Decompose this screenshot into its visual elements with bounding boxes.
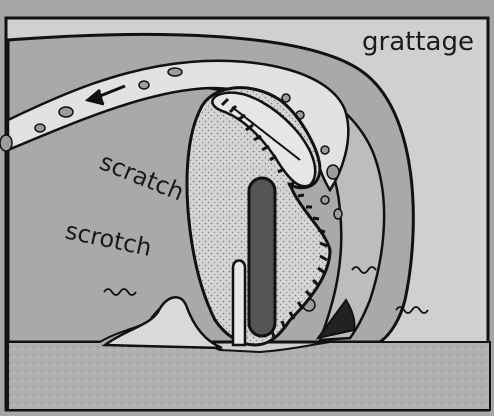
title-label: grattage [362,27,474,57]
stalk [233,261,245,346]
dark-rod [249,178,275,336]
